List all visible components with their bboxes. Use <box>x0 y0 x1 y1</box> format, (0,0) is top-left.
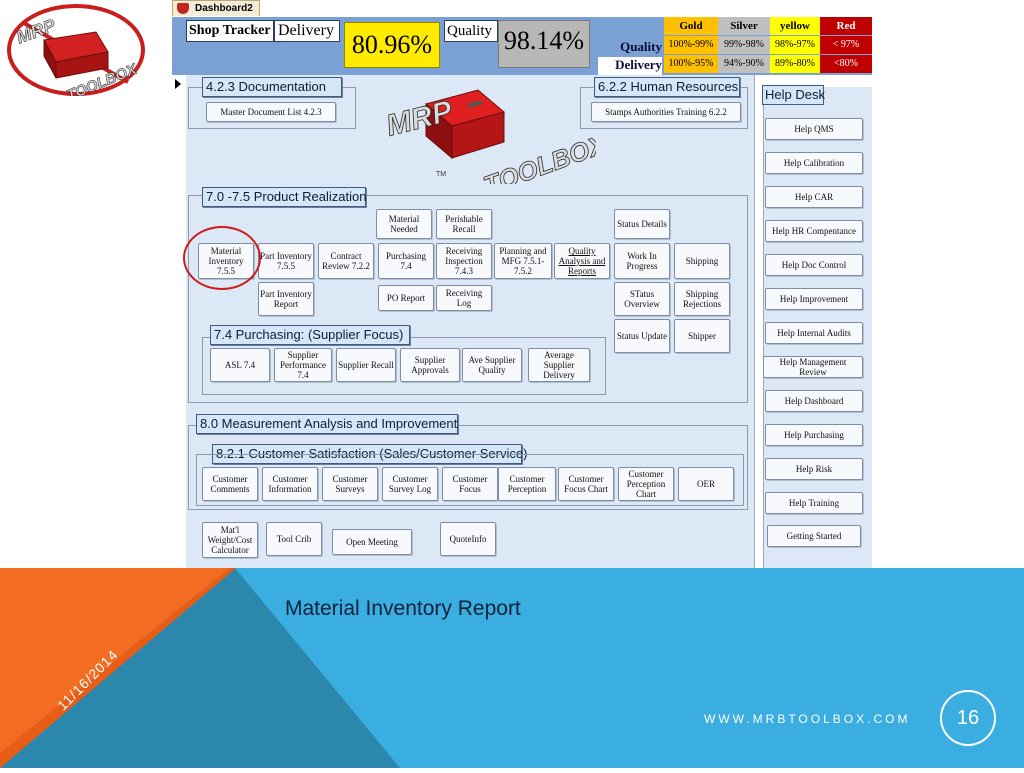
oer-button[interactable]: OER <box>678 467 734 501</box>
slide-footer <box>0 568 1024 768</box>
customer-surveys-button[interactable]: Customer Surveys <box>322 467 378 501</box>
legend-delivery-yellow: 89%-80% <box>770 55 820 73</box>
po-report-button[interactable]: PO Report <box>378 285 434 311</box>
legend-delivery-red: <80% <box>820 55 872 73</box>
part-inventory-report-button[interactable]: Part Inventory Report <box>258 282 314 316</box>
customer-perception-button[interactable]: Customer Perception <box>498 467 556 501</box>
help-dashboard-button[interactable]: Help Dashboard <box>765 390 863 412</box>
help-improvement-button[interactable]: Help Improvement <box>765 288 863 310</box>
customer-focus-chart-button[interactable]: Customer Focus Chart <box>558 467 614 501</box>
help-doc-control-button[interactable]: Help Doc Control <box>765 254 863 276</box>
legend-quality-gold: 100%-99% <box>664 36 718 54</box>
customer-focus-button[interactable]: Customer Focus <box>442 467 498 501</box>
receiving-inspection-button[interactable]: Receiving Inspection 7.4.3 <box>436 243 492 279</box>
section-supplier-focus: 7.4 Purchasing: (Supplier Focus) <box>210 325 410 345</box>
purchasing-button[interactable]: Purchasing 7.4 <box>378 243 434 279</box>
customer-information-button[interactable]: Customer Information <box>262 467 318 501</box>
help-training-button[interactable]: Help Training <box>765 492 863 514</box>
slide-title: Material Inventory Report <box>285 597 521 620</box>
average-supplier-delivery-button[interactable]: Average Supplier Delivery <box>528 348 590 382</box>
mrp-toolbox-logo-large: MRP TOOLBOX TM <box>382 80 612 201</box>
shipping-rejections-button[interactable]: Shipping Rejections <box>674 282 730 316</box>
mrp-toolbox-logo: MRP TOOLBOX <box>4 2 146 105</box>
planning-mfg-button[interactable]: Planning and MFG 7.5.1-7.5.2 <box>494 243 552 279</box>
quality-value: 98.14% <box>498 20 590 68</box>
customer-survey-log-button[interactable]: Customer Survey Log <box>382 467 438 501</box>
asl-button[interactable]: ASL 7.4 <box>210 348 270 382</box>
help-car-button[interactable]: Help CAR <box>765 186 863 208</box>
legend-row-delivery-label: Delivery <box>598 57 662 75</box>
perishable-recall-button[interactable]: Perishable Recall <box>436 209 492 239</box>
legend-header-yellow: yellow <box>770 17 820 35</box>
open-meeting-button[interactable]: Open Meeting <box>332 529 412 555</box>
section-human-resources: 6.2.2 Human Resources <box>594 77 740 97</box>
legend-header-gold: Gold <box>664 17 718 35</box>
legend-header-red: Red <box>820 17 872 35</box>
supplier-performance-button[interactable]: Supplier Performance 7.4 <box>274 348 332 382</box>
getting-started-button[interactable]: Getting Started <box>767 525 861 547</box>
tab-dashboard2[interactable]: Dashboard2 <box>172 0 260 16</box>
stamps-authorities-training-button[interactable]: Stamps Authorities Training 6.2.2 <box>591 102 741 122</box>
slide-url[interactable]: WWW.MRBTOOLBOX.COM <box>704 712 911 726</box>
legend-delivery-gold: 100%-95% <box>664 55 718 73</box>
customer-comments-button[interactable]: Customer Comments <box>202 467 258 501</box>
status-update-button[interactable]: Status Update <box>614 319 670 353</box>
help-internal-audits-button[interactable]: Help Internal Audits <box>765 322 863 344</box>
slide-page-number: 16 <box>940 690 996 746</box>
document-tab-bar: Dashboard2 <box>172 0 872 17</box>
tab-label: Dashboard2 <box>195 3 253 14</box>
customer-perception-chart-button[interactable]: Customer Perception Chart <box>618 467 674 501</box>
record-selector[interactable] <box>172 75 187 568</box>
shipping-button[interactable]: Shipping <box>674 243 730 279</box>
supplier-recall-button[interactable]: Supplier Recall <box>336 348 396 382</box>
status-overview-button[interactable]: STatus Overview <box>614 282 670 316</box>
measurement-group <box>188 425 748 510</box>
help-desk-title: Help Desk <box>762 85 825 105</box>
section-measurement: 8.0 Measurement Analysis and Improvement <box>196 414 458 434</box>
shop-tracker-header: Shop Tracker Delivery 80.96% Quality 98.… <box>172 17 872 75</box>
help-hr-competance-button[interactable]: Help HR Compentance <box>765 220 863 242</box>
material-weight-calculator-button[interactable]: Mat'l Weight/Cost Calculator <box>202 522 258 558</box>
quality-label: Quality <box>444 20 498 42</box>
help-management-review-button[interactable]: Help Management Review <box>763 356 863 378</box>
legend-row-quality-label: Quality <box>620 39 662 54</box>
access-window: Dashboard2 Shop Tracker Delivery 80.96% … <box>172 0 872 568</box>
svg-text:TM: TM <box>436 171 446 178</box>
legend-header-silver: Silver <box>718 17 770 35</box>
legend-quality-silver: 99%-98% <box>718 36 770 54</box>
receiving-log-button[interactable]: Receiving Log <box>436 285 492 311</box>
supplier-approvals-button[interactable]: Supplier Approvals <box>400 348 460 382</box>
master-document-list-button[interactable]: Master Document List 4.2.3 <box>206 102 336 122</box>
section-documentation: 4.2.3 Documentation <box>202 77 342 97</box>
dashboard-main: MRP TOOLBOX TM 4.2.3 Documentation Maste… <box>186 75 754 568</box>
help-purchasing-button[interactable]: Help Purchasing <box>765 424 863 446</box>
shop-tracker-label: Shop Tracker <box>186 20 274 42</box>
section-product-realization: 7.0 -7.5 Product Realization <box>202 187 366 207</box>
delivery-value: 80.96% <box>344 22 440 68</box>
status-details-button[interactable]: Status Details <box>614 209 670 239</box>
delivery-label: Delivery <box>274 20 340 42</box>
product-realization-group <box>188 195 748 403</box>
help-desk-sidebar: Help Desk Help QMS Help Calibration Help… <box>754 75 872 568</box>
record-pointer-icon <box>175 79 181 89</box>
legend-quality-yellow: 98%-97% <box>770 36 820 54</box>
help-risk-button[interactable]: Help Risk <box>765 458 863 480</box>
legend-delivery-silver: 94%-90% <box>718 55 770 73</box>
shipper-button[interactable]: Shipper <box>674 319 730 353</box>
form-body: MRP TOOLBOX TM 4.2.3 Documentation Maste… <box>172 75 872 568</box>
material-needed-button[interactable]: Material Needed <box>376 209 432 239</box>
form-icon <box>177 3 189 14</box>
part-inventory-button[interactable]: Part Inventory 7.5.5 <box>258 243 314 279</box>
tool-crib-button[interactable]: Tool Crib <box>266 522 322 556</box>
work-in-progress-button[interactable]: Work In Progress <box>614 243 670 279</box>
legend-quality-red: < 97% <box>820 36 872 54</box>
quality-analysis-reports-button[interactable]: Quality Analysis and Reports <box>554 243 610 279</box>
quoteinfo-button[interactable]: QuoteInfo <box>440 522 496 556</box>
help-qms-button[interactable]: Help QMS <box>765 118 863 140</box>
help-calibration-button[interactable]: Help Calibration <box>765 152 863 174</box>
ave-supplier-quality-button[interactable]: Ave Supplier Quality <box>462 348 522 382</box>
contract-review-button[interactable]: Contract Review 7.2.2 <box>318 243 374 279</box>
customer-satisfaction-group <box>196 454 744 506</box>
highlight-circle <box>183 226 261 290</box>
